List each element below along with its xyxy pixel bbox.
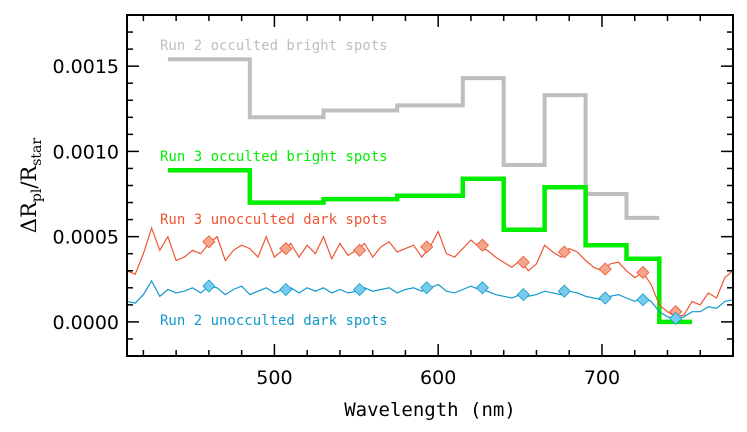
series-marker-4: [279, 282, 293, 297]
x-axis-title: Wavelength (nm): [344, 399, 516, 421]
series-marker-3: [598, 262, 612, 276]
y-tick-label: 0.0010: [53, 141, 119, 163]
series-label-3: Run 3 unocculted dark spots: [160, 212, 388, 228]
y-axis-title-main: ΔR: [17, 201, 41, 233]
x-tick-label: 600: [420, 367, 456, 389]
series-marker-4: [598, 291, 612, 305]
series-marker-3: [202, 235, 216, 249]
series-marker-3: [636, 265, 650, 280]
y-tick-label: 0.0005: [53, 227, 119, 249]
y-axis-title: ΔRpl/Rstar: [17, 138, 45, 233]
series-marker-3: [475, 238, 489, 252]
series-marker-3: [557, 245, 571, 259]
series-marker-4: [669, 311, 683, 326]
series-layer: [126, 57, 734, 326]
series-step-2: [167, 167, 693, 325]
series-marker-4: [475, 281, 489, 295]
series-step-1: [167, 57, 660, 220]
series-label-4: Run 2 unocculted dark spots: [160, 313, 388, 329]
series-marker-3: [353, 243, 367, 257]
y-axis-title-sub1: pl: [29, 188, 45, 202]
series-marker-3: [420, 240, 434, 254]
series-label-2: Run 3 occulted bright spots: [160, 149, 388, 165]
series-marker-4: [420, 281, 434, 295]
tick-layer: 500 600 700 0.0000 0.0005 0.0010 0.0015: [53, 15, 734, 389]
y-tick-label: 0.0015: [53, 56, 119, 78]
y-axis-title-slash: /R: [17, 165, 41, 189]
x-tick-label: 500: [256, 367, 292, 389]
series-marker-4: [516, 288, 530, 302]
series-marker-4: [202, 279, 216, 293]
series-marker-3: [516, 255, 530, 269]
y-tick-label: 0.0000: [53, 312, 119, 334]
y-axis-title-sub2: star: [29, 138, 45, 166]
series-label-1: Run 2 occulted bright spots: [160, 38, 388, 54]
series-marker-4: [636, 293, 650, 307]
series-marker-3: [279, 242, 293, 256]
series-marker-4: [557, 284, 571, 298]
series-marker-4: [353, 282, 367, 297]
x-tick-label: 700: [584, 367, 620, 389]
